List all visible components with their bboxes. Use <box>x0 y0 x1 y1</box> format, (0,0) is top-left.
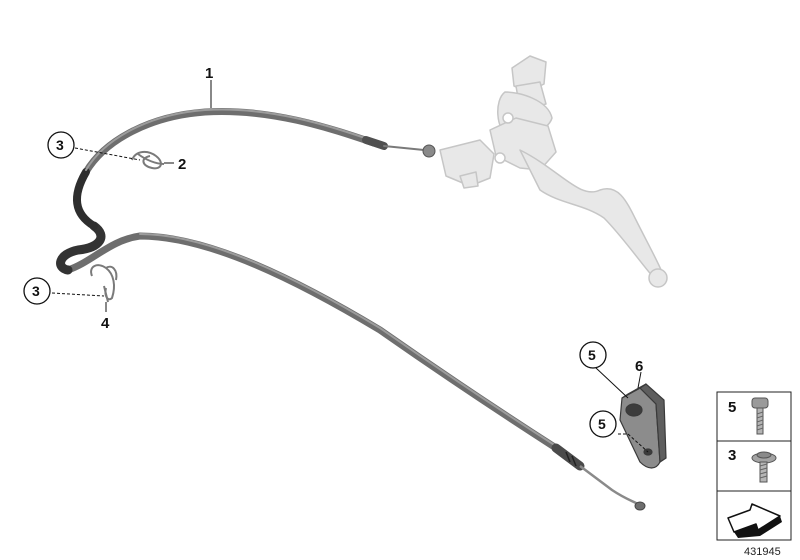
callout-4: 4 <box>101 315 110 332</box>
cable-adjuster-end <box>551 443 646 511</box>
legend-row-1-number: 5 <box>728 399 736 416</box>
clutch-lever-assembly <box>439 55 668 288</box>
callout-5a-circle <box>579 341 607 369</box>
callout-5a: 5 <box>588 347 596 363</box>
screw-icon <box>751 397 769 435</box>
clutch-cable <box>56 107 560 452</box>
diagram-id: 431945 <box>744 546 781 558</box>
callout-2: 2 <box>178 156 186 173</box>
flange-screw-icon <box>751 451 777 483</box>
direction-arrow-icon <box>727 503 782 538</box>
callout-5b: 5 <box>598 416 606 432</box>
bracket-6 <box>619 383 667 469</box>
callout-6: 6 <box>635 358 643 375</box>
leader-lines <box>51 80 649 453</box>
legend-row-2-number: 3 <box>728 447 736 464</box>
cable-clip-2 <box>131 150 165 170</box>
callout-3a-circle <box>47 131 75 159</box>
callout-3b: 3 <box>32 283 40 299</box>
callout-labels: 1 2 4 6 3 3 5 5 <box>23 65 643 438</box>
callout-1: 1 <box>205 65 213 82</box>
parts-legend: 5 3 <box>716 391 792 541</box>
cable-nipple-top <box>422 144 436 158</box>
cable-clip-4 <box>90 264 118 303</box>
callout-3b-circle <box>23 277 51 305</box>
callout-3a: 3 <box>56 137 64 153</box>
callout-5b-circle <box>589 410 617 438</box>
